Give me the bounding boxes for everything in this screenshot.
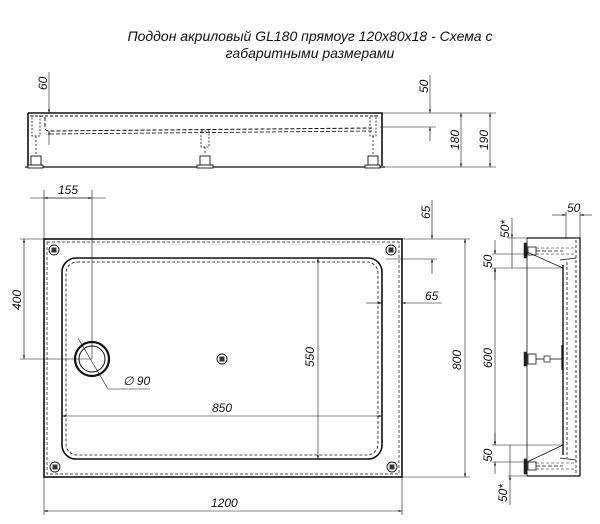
- corner-leg-icon: [49, 461, 61, 473]
- dim-top-1200: 1200: [211, 496, 238, 510]
- dim-front-180: 180: [448, 130, 462, 150]
- dim-front-190: 190: [477, 130, 491, 150]
- dim-top-550: 550: [303, 347, 317, 367]
- dim-side-50-bottom: 50: [481, 448, 495, 462]
- dim-side-50-top-width: 50: [567, 201, 581, 215]
- dim-side-600: 600: [481, 348, 495, 368]
- corner-leg-icon: [48, 244, 60, 256]
- dim-side-50-star-bottom: 50*: [496, 484, 510, 502]
- dim-top-65-horizontal: 65: [425, 289, 439, 303]
- leg-icon: [364, 115, 381, 169]
- dim-side-50-top: 50: [481, 254, 495, 268]
- dim-top-850: 850: [212, 401, 232, 415]
- dim-top-155: 155: [58, 183, 78, 197]
- side-leg-icon: [523, 458, 576, 475]
- dim-top-800: 800: [450, 350, 464, 370]
- dim-top-400: 400: [10, 290, 24, 310]
- dim-side-50-star-top: 50*: [498, 220, 512, 238]
- front-view: [25, 72, 496, 169]
- corner-leg-icon: [386, 461, 398, 473]
- title-line-1: Поддон акриловый GL180 прямоуг 120x80x18…: [127, 28, 493, 44]
- side-leg-icon: [523, 345, 563, 370]
- side-view: [492, 212, 592, 505]
- leg-icon: [196, 130, 214, 169]
- side-leg-icon: [523, 242, 576, 259]
- title-line-2: габаритными размерами: [225, 45, 395, 61]
- dim-front-50: 50: [417, 79, 431, 93]
- center-leg-icon: [216, 353, 228, 365]
- leg-icon: [27, 115, 44, 169]
- top-view: [20, 190, 470, 515]
- corner-leg-icon: [385, 244, 397, 256]
- dim-top-diameter-90: ∅ 90: [123, 374, 150, 388]
- dim-front-60: 60: [36, 76, 50, 90]
- dim-top-65-vertical: 65: [419, 205, 433, 219]
- drawing-title: Поддон акриловый GL180 прямоуг 120x80x18…: [0, 28, 600, 62]
